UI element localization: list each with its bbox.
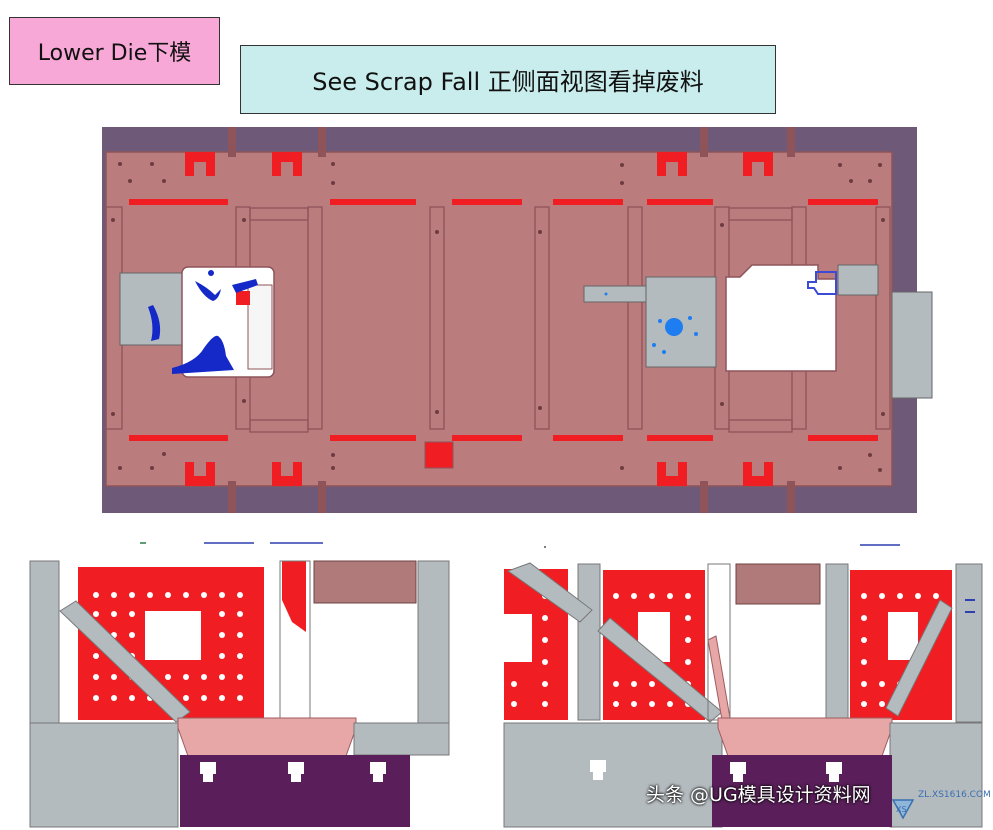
right-opening [725, 264, 837, 372]
blue-outline-piece [807, 271, 837, 295]
edge-slots [228, 127, 795, 513]
svg-text:XS: XS [896, 805, 907, 814]
xs-logo-icon: XS [891, 799, 915, 820]
gray-column-a [577, 563, 601, 721]
see-scrap-fall-label: See Scrap Fall 正侧面视图看掉废料 [240, 45, 776, 114]
red-wedge-left [282, 561, 306, 632]
top-notches [185, 152, 773, 486]
section-right-top-marks [544, 544, 900, 548]
right-gray-block [837, 264, 879, 296]
center-red-block [424, 441, 454, 469]
scrap-chute-right-a [506, 562, 593, 623]
gray-column-c [825, 563, 849, 721]
blue-scrap-pieces [148, 270, 258, 374]
red-plate-right-window [888, 612, 918, 660]
scrap-chute-right-c [885, 599, 953, 717]
gray-wall-far-right [955, 563, 983, 723]
left-gray-base [29, 722, 179, 828]
red-plate-holes-mid [613, 593, 691, 707]
blue-marks-far-right [965, 599, 975, 613]
red-plate-window [145, 611, 201, 660]
scrap-chute-left [59, 600, 191, 723]
right-side-insert [891, 291, 933, 399]
see-scrap-fall-label-text: See Scrap Fall 正侧面视图看掉废料 [312, 68, 704, 96]
lower-die-label: Lower Die下模 [9, 17, 220, 85]
gray-base-mid-left [353, 722, 450, 756]
scrap-funnel-right [717, 717, 893, 757]
red-plate-far-left-window [504, 614, 532, 662]
left-red-key [236, 291, 250, 305]
t-slots-right [590, 760, 842, 782]
watermark-text: 头条 @UG模具设计资料网 [646, 784, 871, 806]
left-opening-inner [247, 284, 273, 370]
blue-slug [665, 318, 683, 336]
gray-base-right-a [503, 722, 723, 828]
lower-die-label-text: Lower Die下模 [37, 41, 192, 66]
gray-wall-right-left-view [417, 560, 450, 754]
punch-holder-right [735, 563, 821, 605]
bolt-holes [111, 162, 885, 472]
t-slots-left [200, 762, 386, 782]
blue-dots [604, 292, 698, 354]
red-rails [129, 199, 878, 441]
watermark-site: ZL.XS1616.COM [918, 790, 991, 800]
punch-holder-left [313, 560, 417, 604]
